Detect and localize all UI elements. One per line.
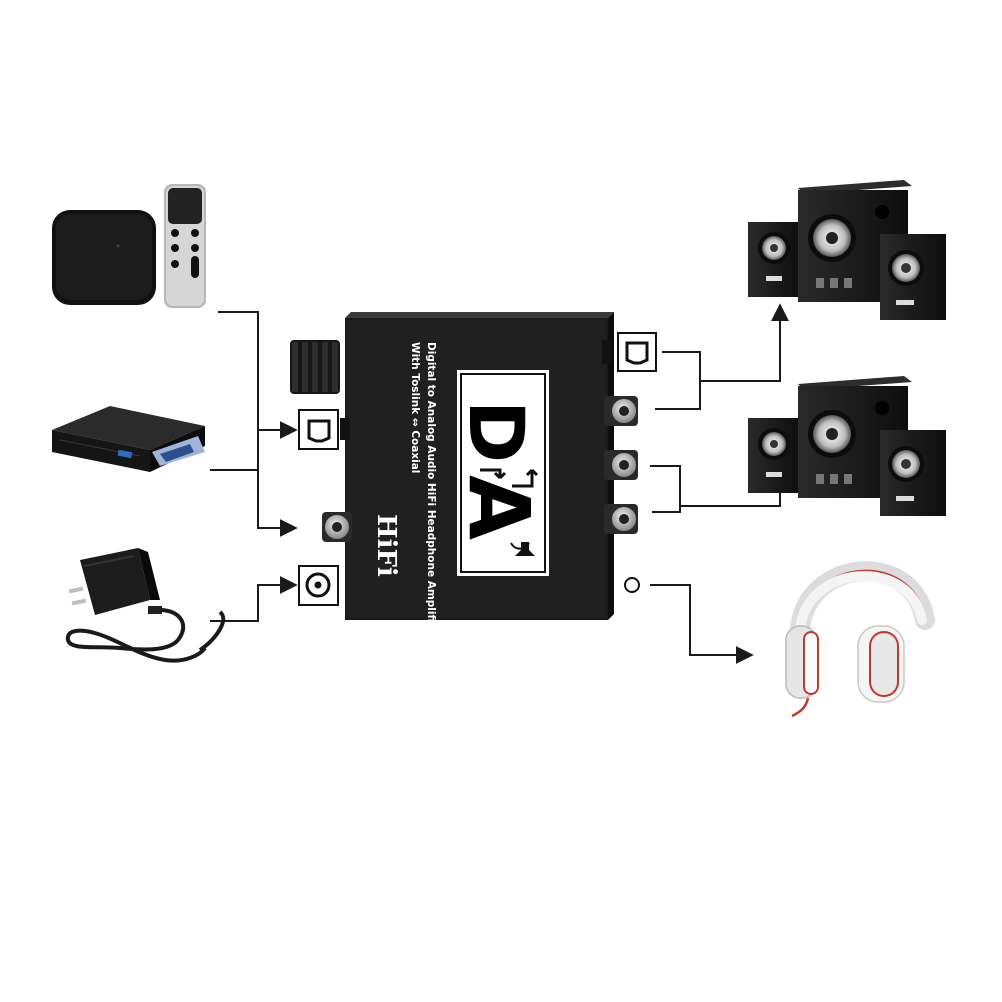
speaker-system-icon — [748, 376, 946, 516]
sound-wave-icon — [510, 542, 535, 556]
logo-exchange-arrows-icon — [480, 468, 539, 488]
tv-box-icon — [52, 210, 156, 305]
optical-input-port-icon — [298, 409, 339, 450]
logo-letter-d: D — [452, 400, 541, 463]
volume-knob-icon — [290, 340, 340, 394]
device-optical-out — [602, 340, 612, 364]
device-subtitle-label: With Toslink ⇔ Coaxial — [409, 342, 421, 473]
headphone-jack-icon — [624, 577, 640, 593]
remote-control-icon — [164, 184, 206, 308]
device-coax-out — [604, 396, 638, 426]
dc-power-port-icon — [298, 565, 339, 606]
dac-converter-device: Digital to Analog Audio HiFi Headphone A… — [290, 312, 638, 635]
speaker-system-icon — [748, 180, 946, 320]
device-coax-in — [322, 512, 352, 542]
headphones-icon — [785, 561, 935, 718]
hifi-label: HiFi — [371, 514, 401, 577]
dvd-player-icon — [52, 406, 205, 472]
disc-icon — [152, 436, 205, 466]
device-rca-out-right — [604, 504, 638, 534]
device-title-label: Digital to Analog Audio HiFi Headphone A… — [425, 342, 437, 635]
input-connection-lines — [210, 311, 298, 622]
optical-output-port-icon — [617, 332, 657, 372]
device-optical-in — [340, 418, 350, 440]
device-rca-out-left — [604, 450, 638, 480]
power-adapter-icon — [65, 548, 226, 663]
